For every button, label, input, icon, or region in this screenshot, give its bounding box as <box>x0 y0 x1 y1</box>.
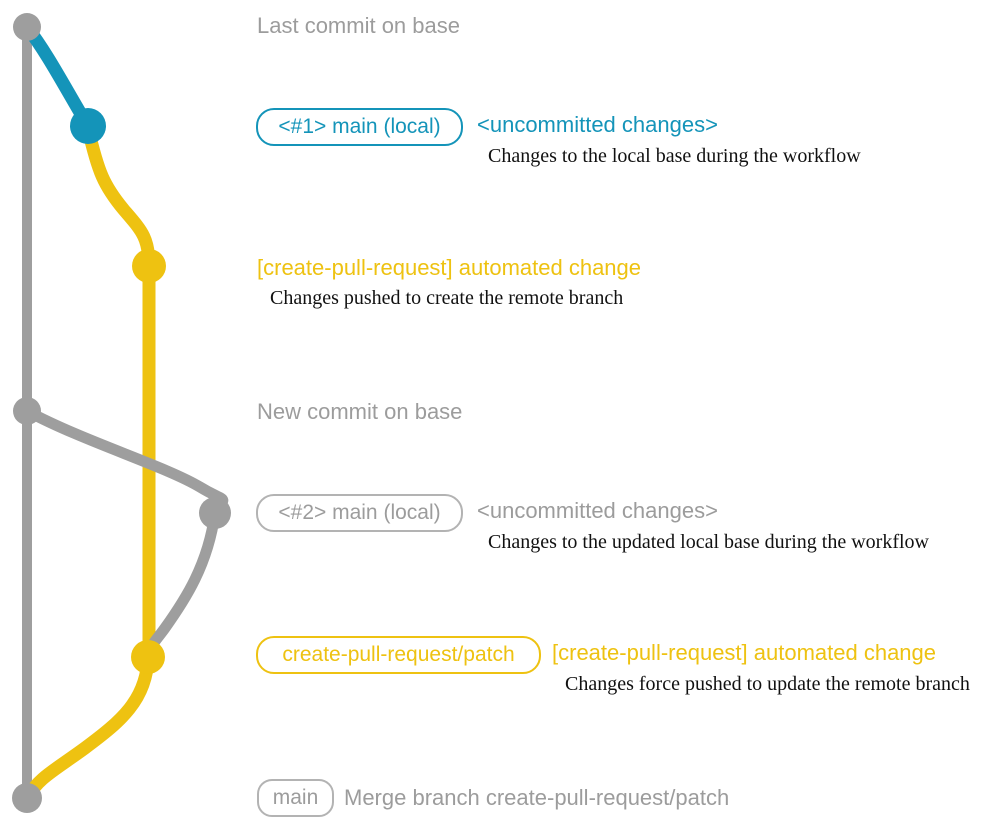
new-commit-caption: New commit on base <box>257 399 463 424</box>
branch-tag-main-local-2-label: <#2> main (local) <box>278 501 441 524</box>
automated-change-caption-2: [create-pull-request] automated change <box>552 640 937 665</box>
automated-change-caption-1: [create-pull-request] automated change <box>257 255 642 280</box>
uncommitted-changes-note-1: Changes to the local base during the wor… <box>488 145 861 167</box>
commit-dot-local-2 <box>199 497 231 529</box>
uncommitted-changes-note-2: Changes to the updated local base during… <box>488 531 929 553</box>
branch-tag-main-local-2: <#2> main (local) <box>256 494 463 532</box>
last-commit-caption: Last commit on base <box>257 13 460 38</box>
branch-tag-main: main <box>257 779 334 817</box>
commit-dot-local-1 <box>70 108 106 144</box>
merge-commit-caption: Merge branch create-pull-request/patch <box>344 785 730 810</box>
patch-merge-curve <box>21 650 155 804</box>
local-main-branch-curve-2 <box>21 405 229 517</box>
commit-dot-last-base <box>13 13 41 41</box>
automated-change-note-1: Changes pushed to create the remote bran… <box>270 287 624 309</box>
branch-tag-main-local-1: <#1> main (local) <box>256 108 463 146</box>
commit-dot-merge <box>12 783 42 813</box>
branch-tag-patch-label: create-pull-request/patch <box>282 643 515 666</box>
commit-dot-patch-1 <box>132 249 166 283</box>
automated-change-note-2: Changes force pushed to update the remot… <box>565 673 970 695</box>
rebase-curve <box>143 507 221 662</box>
patch-branch-curve-top <box>81 121 156 273</box>
commit-dot-new-base <box>13 397 41 425</box>
commit-dot-patch-2 <box>131 640 165 674</box>
uncommitted-changes-caption-1: <uncommitted changes> <box>477 112 718 137</box>
uncommitted-changes-caption-2: <uncommitted changes> <box>477 498 718 523</box>
branch-tag-patch: create-pull-request/patch <box>256 636 541 674</box>
branch-tag-main-local-1-label: <#1> main (local) <box>278 115 441 138</box>
branch-tag-main-label: main <box>272 786 319 809</box>
